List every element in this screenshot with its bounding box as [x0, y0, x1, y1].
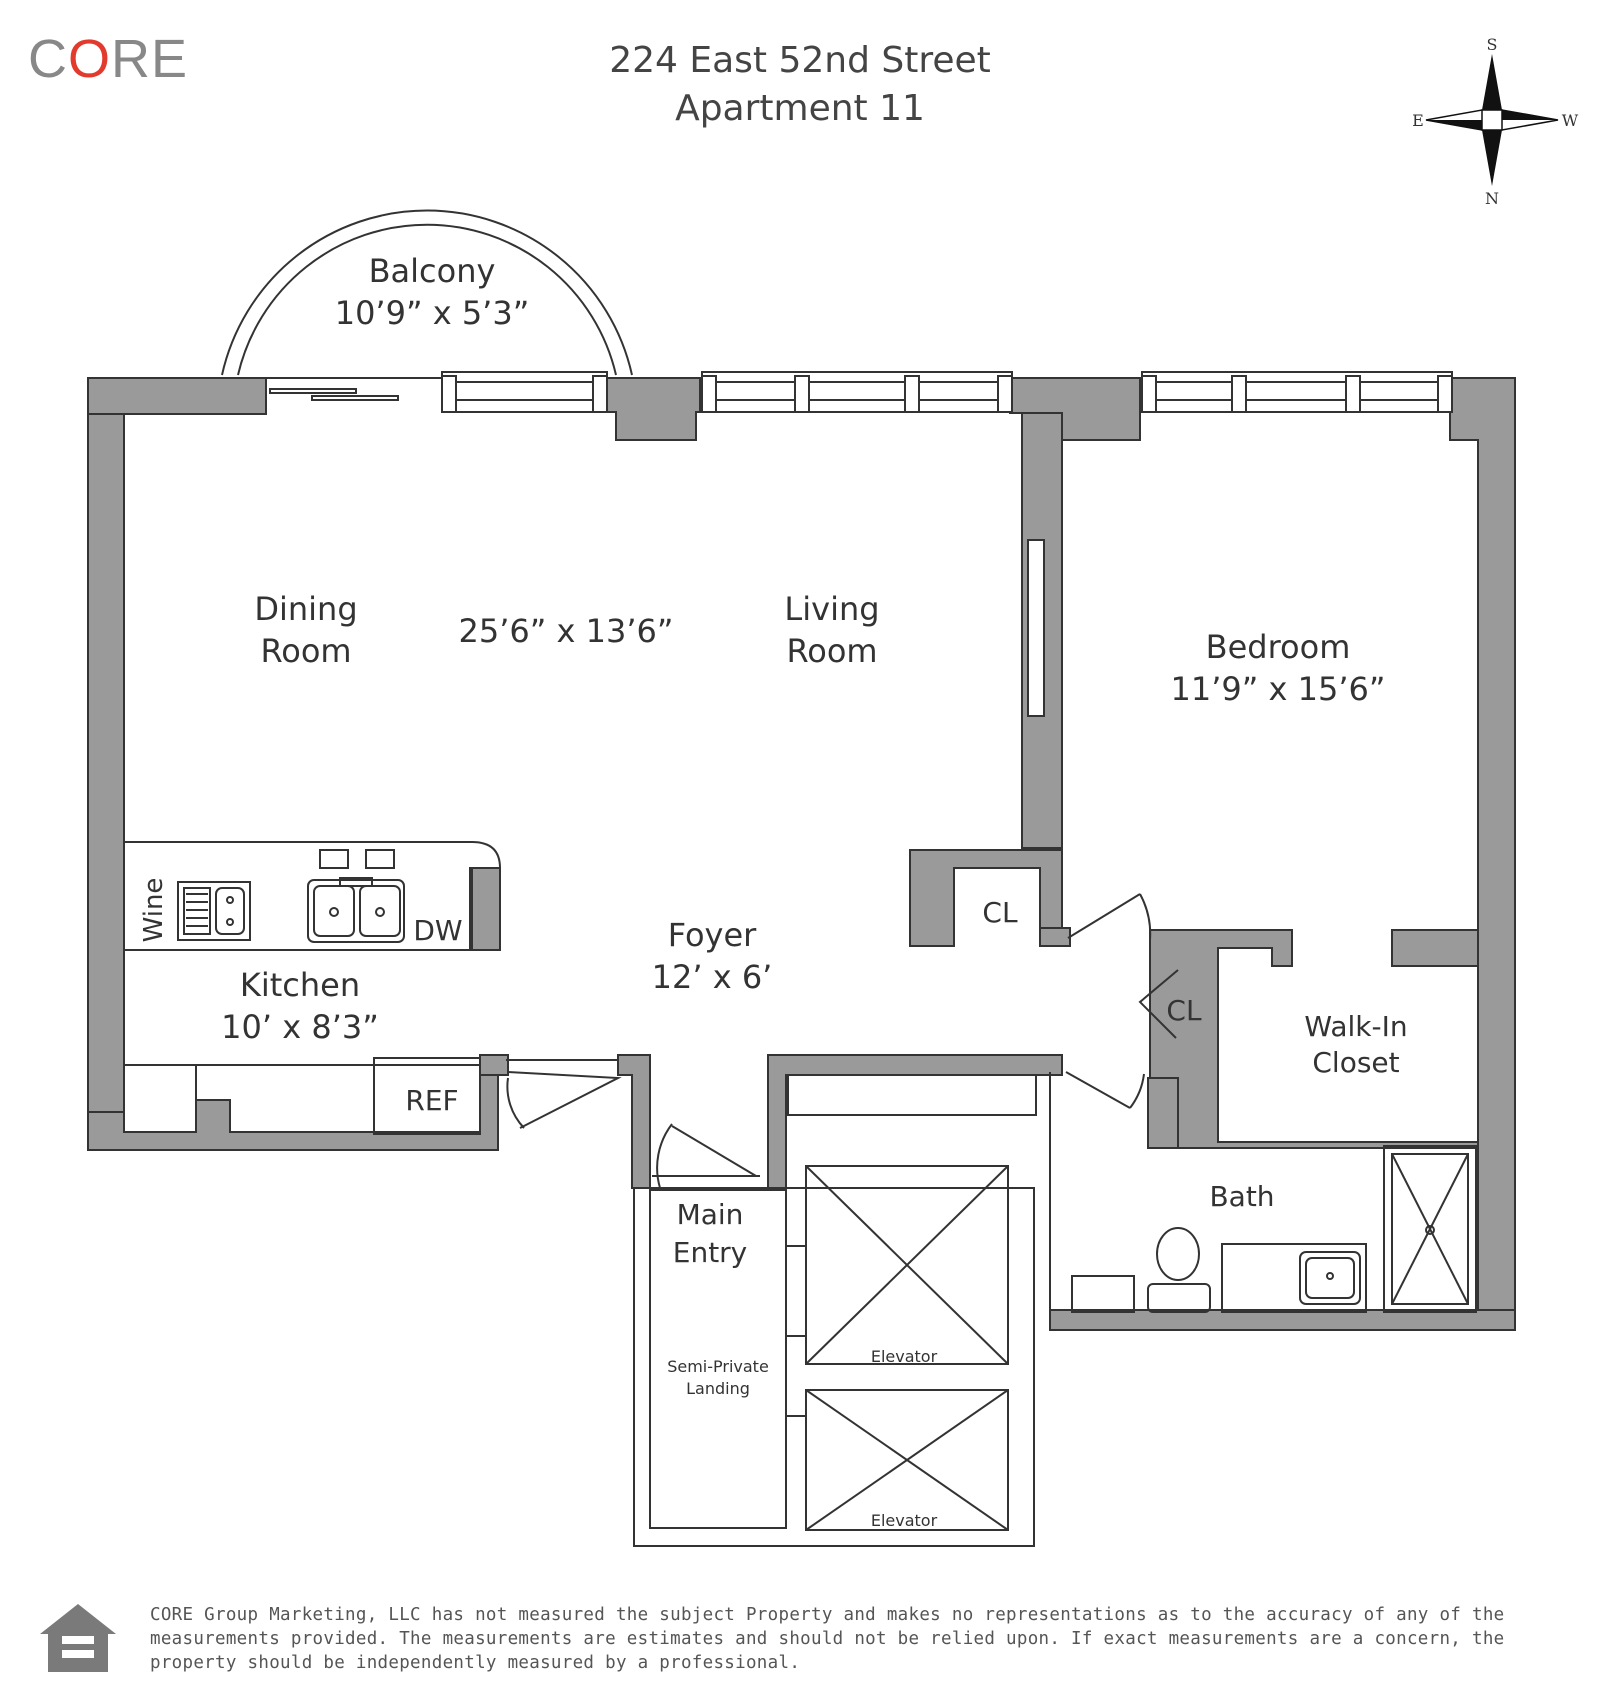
closet-label-1: CL [982, 896, 1018, 929]
dining-label-1: Dining [254, 590, 357, 628]
walkin-label-2: Closet [1312, 1046, 1399, 1079]
landing-label-1: Semi-Private [667, 1357, 769, 1376]
walkin-label-1: Walk-In [1304, 1010, 1407, 1043]
equal-housing-icon [40, 1604, 116, 1672]
logo-prefix: C [28, 29, 68, 89]
living-label-1: Living [784, 590, 879, 628]
balcony-dims: 10’9” x 5’3” [335, 294, 530, 332]
landing-label-2: Landing [686, 1379, 750, 1398]
elevator-label-2: Elevator [871, 1511, 938, 1530]
apartment-line: Apartment 11 [675, 88, 925, 129]
bath-label: Bath [1209, 1180, 1274, 1213]
bedroom-dims: 11’9” x 15’6” [1171, 670, 1386, 708]
logo-accent: O [68, 29, 112, 89]
compass-s: S [1487, 35, 1498, 54]
dining-label-2: Room [260, 632, 351, 670]
living-dims: 25’6” x 13’6” [459, 612, 674, 650]
compass-n: N [1485, 189, 1499, 208]
room-labels: Balcony 10’9” x 5’3” Dining Room 25’6” x… [139, 252, 1408, 1530]
elevator-label-1: Elevator [871, 1347, 938, 1366]
logo-suffix: RE [111, 29, 189, 89]
foyer-label: Foyer [668, 916, 757, 954]
living-label-2: Room [786, 632, 877, 670]
main-entry-label-1: Main [677, 1198, 744, 1231]
kitchen-dims: 10’ x 8’3” [221, 1008, 379, 1046]
balcony [221, 209, 633, 376]
balcony-label: Balcony [369, 252, 496, 290]
foyer-dims: 12’ x 6’ [652, 958, 773, 996]
wine-label: Wine [139, 878, 169, 943]
fixtures [124, 841, 1477, 1547]
compass-rose: S E W N [1412, 35, 1579, 208]
windows [266, 371, 1453, 717]
ref-label: REF [405, 1084, 458, 1117]
address-line: 224 East 52nd Street [609, 40, 991, 81]
walls [87, 377, 1516, 1331]
core-logo: CORE [28, 28, 188, 90]
closet-label-2: CL [1166, 994, 1202, 1027]
dw-label: DW [413, 914, 462, 947]
disclaimer-text: CORE Group Marketing, LLC has not measur… [150, 1605, 1505, 1673]
main-entry-label-2: Entry [673, 1236, 748, 1269]
bedroom-label: Bedroom [1206, 628, 1351, 666]
compass-w: W [1562, 111, 1579, 130]
kitchen-label: Kitchen [240, 966, 360, 1004]
compass-e: E [1412, 111, 1424, 130]
